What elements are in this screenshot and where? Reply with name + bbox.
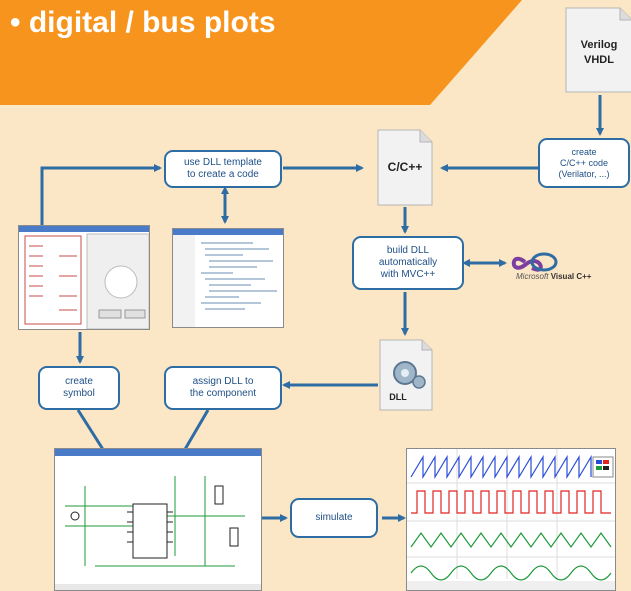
code-editor-titlebar <box>173 229 283 235</box>
use-dll-template-box: use DLL template to create a code <box>164 150 282 188</box>
code-editor-thumbnail <box>173 235 277 327</box>
build-dll-line2: automatically <box>378 257 438 268</box>
create-symbol-line1: create <box>65 376 93 387</box>
microsoft-logo-text: Microsoft <box>516 272 549 281</box>
create-symbol-box: create symbol <box>38 366 120 410</box>
use-dll-template-line2: to create a code <box>187 169 259 180</box>
verilog-label: Verilog <box>580 39 618 51</box>
create-cpp-line1: create <box>571 146 597 157</box>
create-cpp-code-box: create C/C++ code (Verilator, ...) <box>538 138 630 188</box>
banner-title: • digital / bus plots <box>10 6 276 39</box>
dll-file-label: DLL <box>389 392 407 402</box>
schematic-titlebar <box>55 449 261 456</box>
symbol-editor-thumbnail <box>24 233 149 329</box>
create-cpp-line3: (Verilator, ...) <box>558 168 610 179</box>
schematic-screenshot <box>54 448 262 591</box>
build-dll-box: build DLL automatically with MVC++ <box>352 236 464 290</box>
title-banner <box>0 0 522 105</box>
build-dll-line1: build DLL <box>386 245 430 256</box>
assign-dll-box: assign DLL to the component <box>164 366 282 410</box>
assign-dll-line1: assign DLL to <box>192 376 254 387</box>
symbol-editor-titlebar <box>19 226 149 232</box>
waveform-plots-thumbnail <box>407 449 615 590</box>
assign-dll-line2: the component <box>189 388 257 399</box>
create-cpp-line2: C/C++ code <box>559 157 609 168</box>
cpp-file-icon <box>377 129 433 206</box>
verilog-file-label: Verilog VHDL <box>568 38 630 68</box>
build-dll-line3: with MVC++ <box>380 269 436 280</box>
symbol-editor-screenshot <box>18 225 150 330</box>
visual-cpp-logo-icon <box>511 252 558 272</box>
vhdl-label: VHDL <box>584 54 614 66</box>
create-symbol-line2: symbol <box>63 388 95 399</box>
visual-cpp-logo-text: Microsoft Visual C++ <box>516 272 591 281</box>
dll-file-icon <box>379 339 433 411</box>
cpp-file-label: C/C++ <box>387 160 423 174</box>
code-editor-screenshot <box>172 228 284 328</box>
visual-cpp-logo-product: Visual C++ <box>550 272 592 281</box>
schematic-thumbnail <box>55 476 261 590</box>
arrow-symbol-shot-to-template <box>40 164 162 225</box>
verilog-vhdl-file-icon <box>565 7 631 93</box>
waveform-plots-screenshot <box>406 448 616 591</box>
use-dll-template-line1: use DLL template <box>183 157 262 168</box>
simulate-box: simulate <box>290 498 378 538</box>
